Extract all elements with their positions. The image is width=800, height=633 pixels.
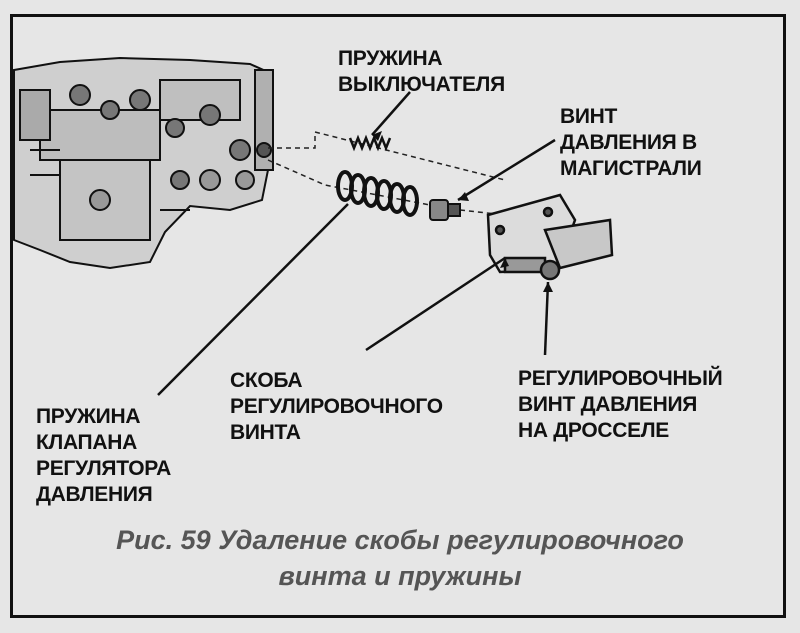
label-line-pressure-screw: ВИНТ ДАВЛЕНИЯ В МАГИСТРАЛИ [560,105,702,180]
leader-lines [157,91,556,396]
switch-spring-part [348,134,392,152]
label-regulator-valve-spring: ПРУЖИНА КЛАПАНА РЕГУЛЯТОРА ДАВЛЕНИЯ [36,405,171,506]
leader-arrowheads [372,131,553,292]
label-adjusting-screw-bracket: СКОБА РЕГУЛИРОВОЧНОГО ВИНТА [230,369,443,444]
figure-caption: Рис. 59 Удаление скобы регулировочного в… [116,525,684,591]
label-throttle-pressure-screw: РЕГУЛИРОВОЧНЫЙ ВИНТ ДАВЛЕНИЯ НА ДРОССЕЛЕ [518,367,723,442]
line-pressure-screw-part [429,199,461,221]
figure-frame [10,14,786,618]
regulator-spring-part [336,170,419,217]
label-switch-spring: ПРУЖИНА ВЫКЛЮЧАТЕЛЯ [338,47,505,96]
bracket-part [486,193,614,281]
valve-body-illustration [13,56,274,270]
